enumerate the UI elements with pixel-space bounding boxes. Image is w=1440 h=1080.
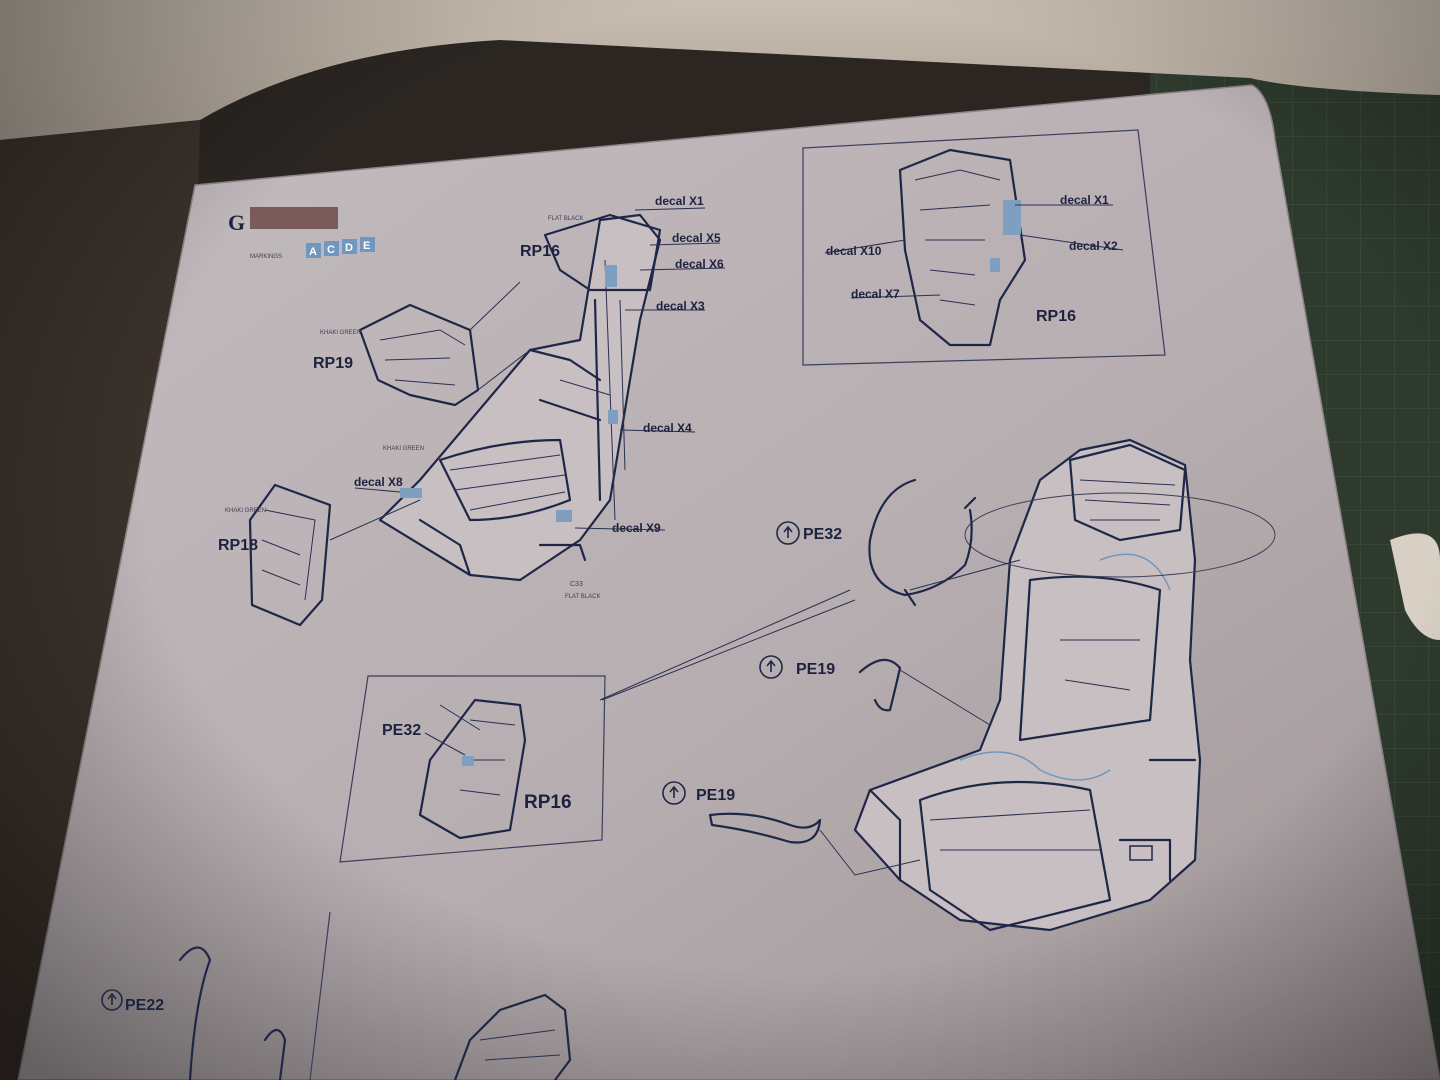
photo-etch-icon-pe19-upper — [759, 655, 783, 679]
step-letter: G — [228, 210, 245, 235]
paint-khaki-green-seat: KHAKI GREEN — [383, 446, 424, 452]
decal-main-x4: decal X4 — [643, 421, 692, 435]
inset-middle-left: PE32 RP16 — [339, 599, 856, 863]
photo-etch-icon-pe19-lower — [662, 781, 686, 805]
inset-top-right: decal X1 decal X2 decal X10 decal X7 RP1… — [802, 129, 1166, 366]
photo-etch-icon-pe22 — [101, 989, 123, 1011]
part-pe19-lower: PE19 — [696, 787, 735, 804]
decal-main-x8: decal X8 — [354, 475, 403, 489]
markings-label: MARKINGS — [250, 254, 282, 260]
marking-codes: A C D E — [306, 237, 375, 258]
part-pe19-upper: PE19 — [796, 661, 835, 678]
part-rp18-drawing: RP18 KHAKI GREEN — [218, 483, 421, 627]
marking-code-e: E — [363, 240, 370, 252]
paint-flat-black-bottom: FLAT BLACK — [565, 594, 600, 600]
paint-khaki-green-rp19: KHAKI GREEN — [320, 330, 361, 336]
decal-main-x9: decal X9 — [612, 521, 661, 535]
seat-main-drawing: RP16 — [378, 213, 662, 582]
step-header: G MARKINGS A C D E — [228, 207, 375, 260]
decal-main-x5: decal X5 — [672, 231, 721, 245]
decal-inset-x7: decal X7 — [851, 287, 900, 301]
part-rp16-inset-bottom: RP16 — [524, 792, 572, 813]
part-pe19-upper-drawing: PE19 — [759, 655, 991, 726]
marking-code-a: A — [309, 246, 317, 258]
main-decal-callouts: decal X1 decal X5 decal X6 decal X3 deca… — [354, 194, 726, 600]
part-pe19-lower-drawing: PE19 — [662, 781, 921, 876]
photo-etch-icon-pe32 — [776, 521, 800, 545]
paint-flat-black-top: FLAT BLACK — [548, 216, 583, 222]
seat-large-drawing — [853, 438, 1276, 932]
part-rp16-main: RP16 — [520, 243, 560, 260]
marking-code-d: D — [345, 242, 353, 254]
part-pe32: PE32 — [803, 526, 842, 543]
part-pe22: PE22 — [125, 997, 164, 1014]
decal-inset-x10: decal X10 — [826, 244, 882, 258]
part-pe32-inset: PE32 — [382, 722, 421, 739]
part-rp19-drawing: RP19 KHAKI GREEN — [313, 281, 531, 407]
marking-code-c: C — [327, 244, 335, 256]
paint-code-c33: C33 — [570, 581, 583, 588]
part-rp19: RP19 — [313, 355, 353, 372]
part-pe32-drawing: PE32 — [599, 478, 1021, 701]
paint-khaki-green-rp18: KHAKI GREEN — [225, 508, 266, 514]
decal-inset-x2: decal X2 — [1069, 239, 1118, 253]
decal-main-x1: decal X1 — [655, 194, 704, 208]
part-rp18: RP18 — [218, 537, 258, 554]
decal-main-x3: decal X3 — [656, 299, 705, 313]
decal-main-x6: decal X6 — [675, 257, 724, 271]
bottom-section: PE22 — [101, 911, 572, 1080]
part-rp16-inset-top: RP16 — [1036, 308, 1076, 325]
step-accent-box — [250, 207, 338, 229]
decal-inset-x1: decal X1 — [1060, 193, 1109, 207]
